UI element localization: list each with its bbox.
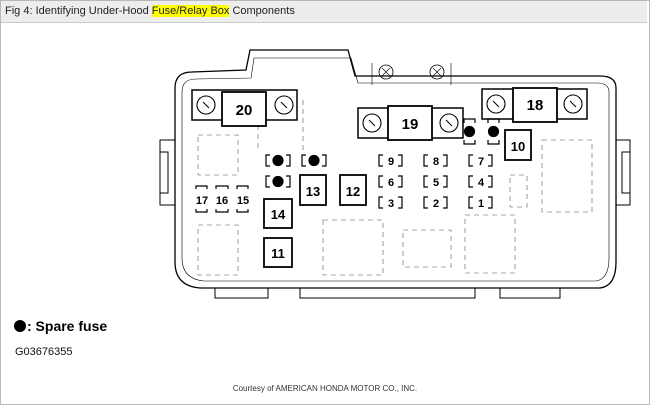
spare-fuse bbox=[487, 118, 500, 145]
top-bolt-right bbox=[429, 64, 445, 80]
fuse-16: 16 bbox=[215, 185, 229, 213]
fuse-11: 11 bbox=[263, 237, 293, 268]
figure-code: G03676355 bbox=[15, 346, 73, 358]
spare-fuse bbox=[265, 154, 291, 167]
fuse-18: 18 bbox=[481, 87, 588, 123]
spare-fuse bbox=[265, 175, 291, 188]
credit-line: Courtesy of AMERICAN HONDA MOTOR CO., IN… bbox=[232, 384, 418, 393]
fuse-label: 1 bbox=[478, 198, 484, 210]
spare-fuse-legend: : Spare fuse bbox=[14, 318, 107, 334]
bottom-mount-left bbox=[214, 288, 269, 299]
fuse-box-outline bbox=[174, 49, 617, 289]
fuse-14: 14 bbox=[263, 198, 293, 229]
fuse-10: 10 bbox=[504, 129, 532, 161]
spare-fuse-dot-icon bbox=[14, 320, 26, 332]
fuse-label: 20 bbox=[236, 102, 253, 119]
fuse-17: 17 bbox=[195, 185, 208, 213]
bottom-mount-mid bbox=[299, 288, 476, 299]
title-highlight: Fuse/Relay Box bbox=[151, 5, 230, 17]
fuse-label: 18 bbox=[527, 97, 544, 114]
fuse-label: 5 bbox=[433, 177, 439, 189]
top-bolt-left bbox=[378, 64, 394, 80]
fuse-5: 5 bbox=[423, 175, 448, 189]
fuse-6: 6 bbox=[378, 175, 403, 189]
right-clip bbox=[616, 139, 631, 206]
fuse-label: 2 bbox=[433, 198, 439, 210]
fuse-label: 8 bbox=[433, 156, 439, 168]
spare-fuses bbox=[265, 118, 500, 188]
legend-label: : Spare fuse bbox=[27, 318, 108, 334]
fuse-4: 4 bbox=[468, 175, 493, 189]
spare-fuse bbox=[463, 118, 476, 145]
title-bar: Fig 4: Identifying Under-Hood Fuse/Relay… bbox=[1, 1, 647, 23]
figure-title: Fig 4: Identifying Under-Hood Fuse/Relay… bbox=[5, 5, 295, 17]
left-clip bbox=[159, 139, 175, 206]
fuse-19: 19 bbox=[357, 105, 464, 141]
bottom-mount-right bbox=[499, 288, 561, 299]
fuse-7: 7 bbox=[468, 154, 493, 168]
fuse-label: 12 bbox=[346, 184, 360, 199]
fuse-box-inner-outline bbox=[181, 57, 610, 282]
fuse-13: 13 bbox=[299, 174, 327, 206]
fuse-9: 9 bbox=[378, 154, 403, 168]
fuse-label: 7 bbox=[478, 156, 484, 168]
fuse-2: 2 bbox=[423, 196, 448, 210]
fuse-label: 11 bbox=[271, 246, 285, 261]
fuse-label: 13 bbox=[306, 184, 320, 199]
fuse-label: 6 bbox=[388, 177, 394, 189]
fuse-20: 20 bbox=[191, 89, 298, 127]
fuse-label: 3 bbox=[388, 198, 394, 210]
spare-fuse bbox=[301, 154, 327, 167]
fuse-1: 1 bbox=[468, 196, 493, 210]
fuse-3: 3 bbox=[378, 196, 403, 210]
fuse-8: 8 bbox=[423, 154, 448, 168]
fuse-label: 10 bbox=[511, 139, 525, 154]
fuse-label: 16 bbox=[216, 195, 228, 207]
fuse-15: 15 bbox=[236, 185, 249, 213]
fuse-label: 15 bbox=[237, 195, 249, 207]
relay-socket-outlines bbox=[197, 100, 593, 276]
fuse-label: 14 bbox=[271, 207, 286, 222]
fuse-12: 12 bbox=[339, 174, 367, 206]
fuse-label: 4 bbox=[478, 177, 485, 189]
fuse-label: 17 bbox=[196, 195, 208, 207]
fuse-label: 19 bbox=[402, 116, 419, 133]
fuse-label: 9 bbox=[388, 156, 394, 168]
